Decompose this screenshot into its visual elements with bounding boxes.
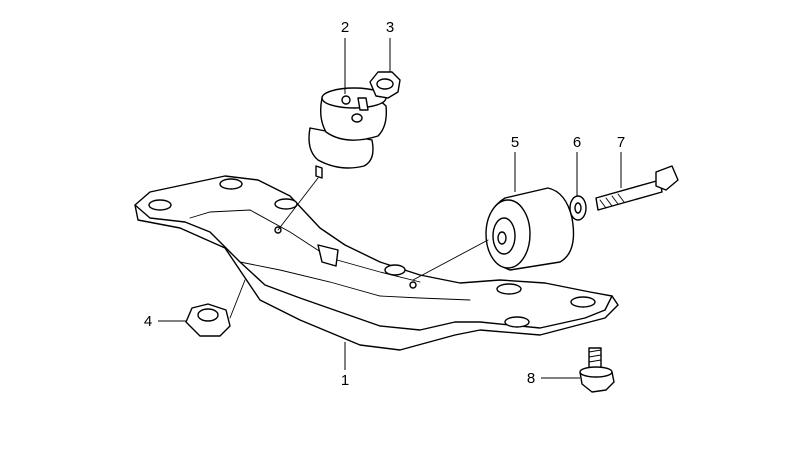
callout-1: 1 bbox=[341, 372, 349, 389]
callout-5: 5 bbox=[511, 134, 519, 151]
callout-8: 8 bbox=[527, 370, 535, 387]
stud-bolt bbox=[579, 347, 615, 393]
callout-4: 4 bbox=[144, 313, 152, 330]
assembly-guide-lines bbox=[229, 177, 489, 319]
callout-7: 7 bbox=[617, 134, 625, 151]
leader-lines bbox=[158, 38, 622, 379]
long-bolt bbox=[595, 165, 679, 211]
callout-6: 6 bbox=[573, 134, 581, 151]
callout-2: 2 bbox=[341, 19, 349, 36]
hex-nut-top bbox=[369, 71, 401, 99]
washer bbox=[569, 195, 587, 221]
callout-3: 3 bbox=[386, 19, 394, 36]
flange-nut-left bbox=[185, 303, 231, 337]
rubber-mount bbox=[308, 87, 388, 179]
bushing bbox=[485, 187, 575, 271]
transmission-crossmember bbox=[134, 175, 619, 351]
